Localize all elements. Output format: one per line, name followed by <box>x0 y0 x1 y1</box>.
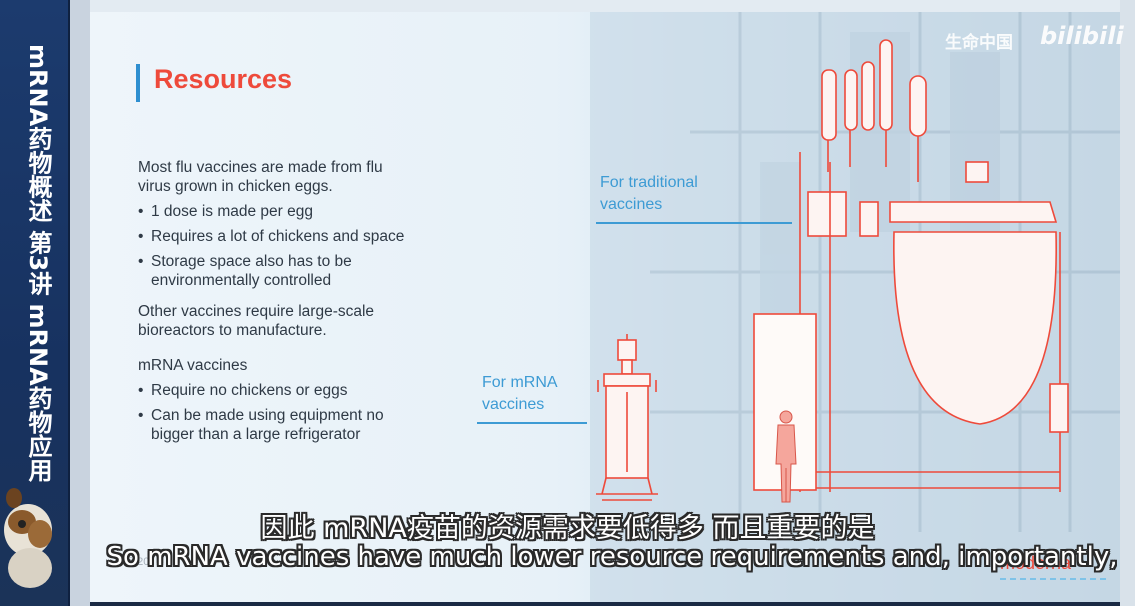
mrna-bullet-2-cont: bigger than a large refrigerator <box>151 426 361 443</box>
subtitle-chinese: 因此 mRNA疫苗的资源需求要低得多 而且重要的是 <box>260 513 875 544</box>
mrna-heading: mRNA vaccines <box>138 357 248 374</box>
flu-bullet-2-text: Requires a lot of chickens and space <box>151 228 405 245</box>
bullet-marker: • <box>138 228 144 245</box>
callout-mrna-underline <box>477 422 587 424</box>
slide-top-band <box>90 0 1120 12</box>
slide-right-edge <box>1120 0 1135 606</box>
flu-bullet-3: • Storage space also has to be <box>138 252 352 271</box>
flu-bullet-2: • Requires a lot of chickens and space <box>138 227 405 246</box>
intro-line-2: virus grown in chicken eggs. <box>138 178 333 195</box>
copyright-text: © 20 <box>126 556 150 568</box>
callout-traditional-line-1: For traditional <box>600 174 698 191</box>
window-gutter <box>70 0 90 606</box>
mrna-bullet-1: • Require no chickens or eggs <box>138 381 348 400</box>
mascot-image <box>4 488 52 588</box>
subtitle-english: So mRNA vaccines have much lower resourc… <box>106 542 1118 572</box>
callout-mrna-line-1: For mRNA <box>482 374 558 391</box>
flu-bullet-1: • 1 dose is made per egg <box>138 202 313 221</box>
series-sidebar: mRNA药物概述 第3讲 mRNA药物应用 <box>0 0 70 606</box>
flu-bullet-3-text: Storage space also has to be <box>151 253 352 270</box>
other-line-2: bioreactors to manufacture. <box>138 322 327 339</box>
large-bioreactor-illustration <box>753 39 1069 503</box>
brand-underline <box>1000 578 1106 580</box>
channel-watermark: 生命中国 <box>945 33 1013 53</box>
title-accent-bar <box>136 64 140 102</box>
slide-title: Resources <box>154 64 293 94</box>
callout-traditional-line-2: vaccines <box>600 196 663 213</box>
series-title: mRNA药物概述 第3讲 mRNA药物应用 <box>24 44 52 482</box>
callout-mrna-line-2: vaccines <box>482 396 545 413</box>
mrna-bullet-2: • Can be made using equipment no <box>138 406 384 425</box>
flu-bullet-3-cont: environmentally controlled <box>151 272 332 289</box>
intro-line-1: Most flu vaccines are made from flu <box>138 159 383 176</box>
presentation-slide: Resources Most flu vaccines are made fro… <box>90 12 1120 602</box>
brand-logo: moderna <box>1000 553 1072 573</box>
other-line-1: Other vaccines require large-scale <box>138 303 375 320</box>
mrna-bullet-1-text: Require no chickens or eggs <box>151 382 348 399</box>
bullet-marker: • <box>138 203 144 220</box>
mrna-bullet-2-text: Can be made using equipment no <box>151 407 384 424</box>
callout-traditional-underline <box>596 222 792 224</box>
bullet-marker: • <box>138 382 144 399</box>
small-bioreactor-illustration <box>596 334 658 501</box>
bullet-marker: • <box>138 253 144 270</box>
bullet-marker: • <box>138 407 144 424</box>
flu-bullet-1-text: 1 dose is made per egg <box>151 203 313 220</box>
bilibili-logo: bilibili <box>1040 22 1124 50</box>
